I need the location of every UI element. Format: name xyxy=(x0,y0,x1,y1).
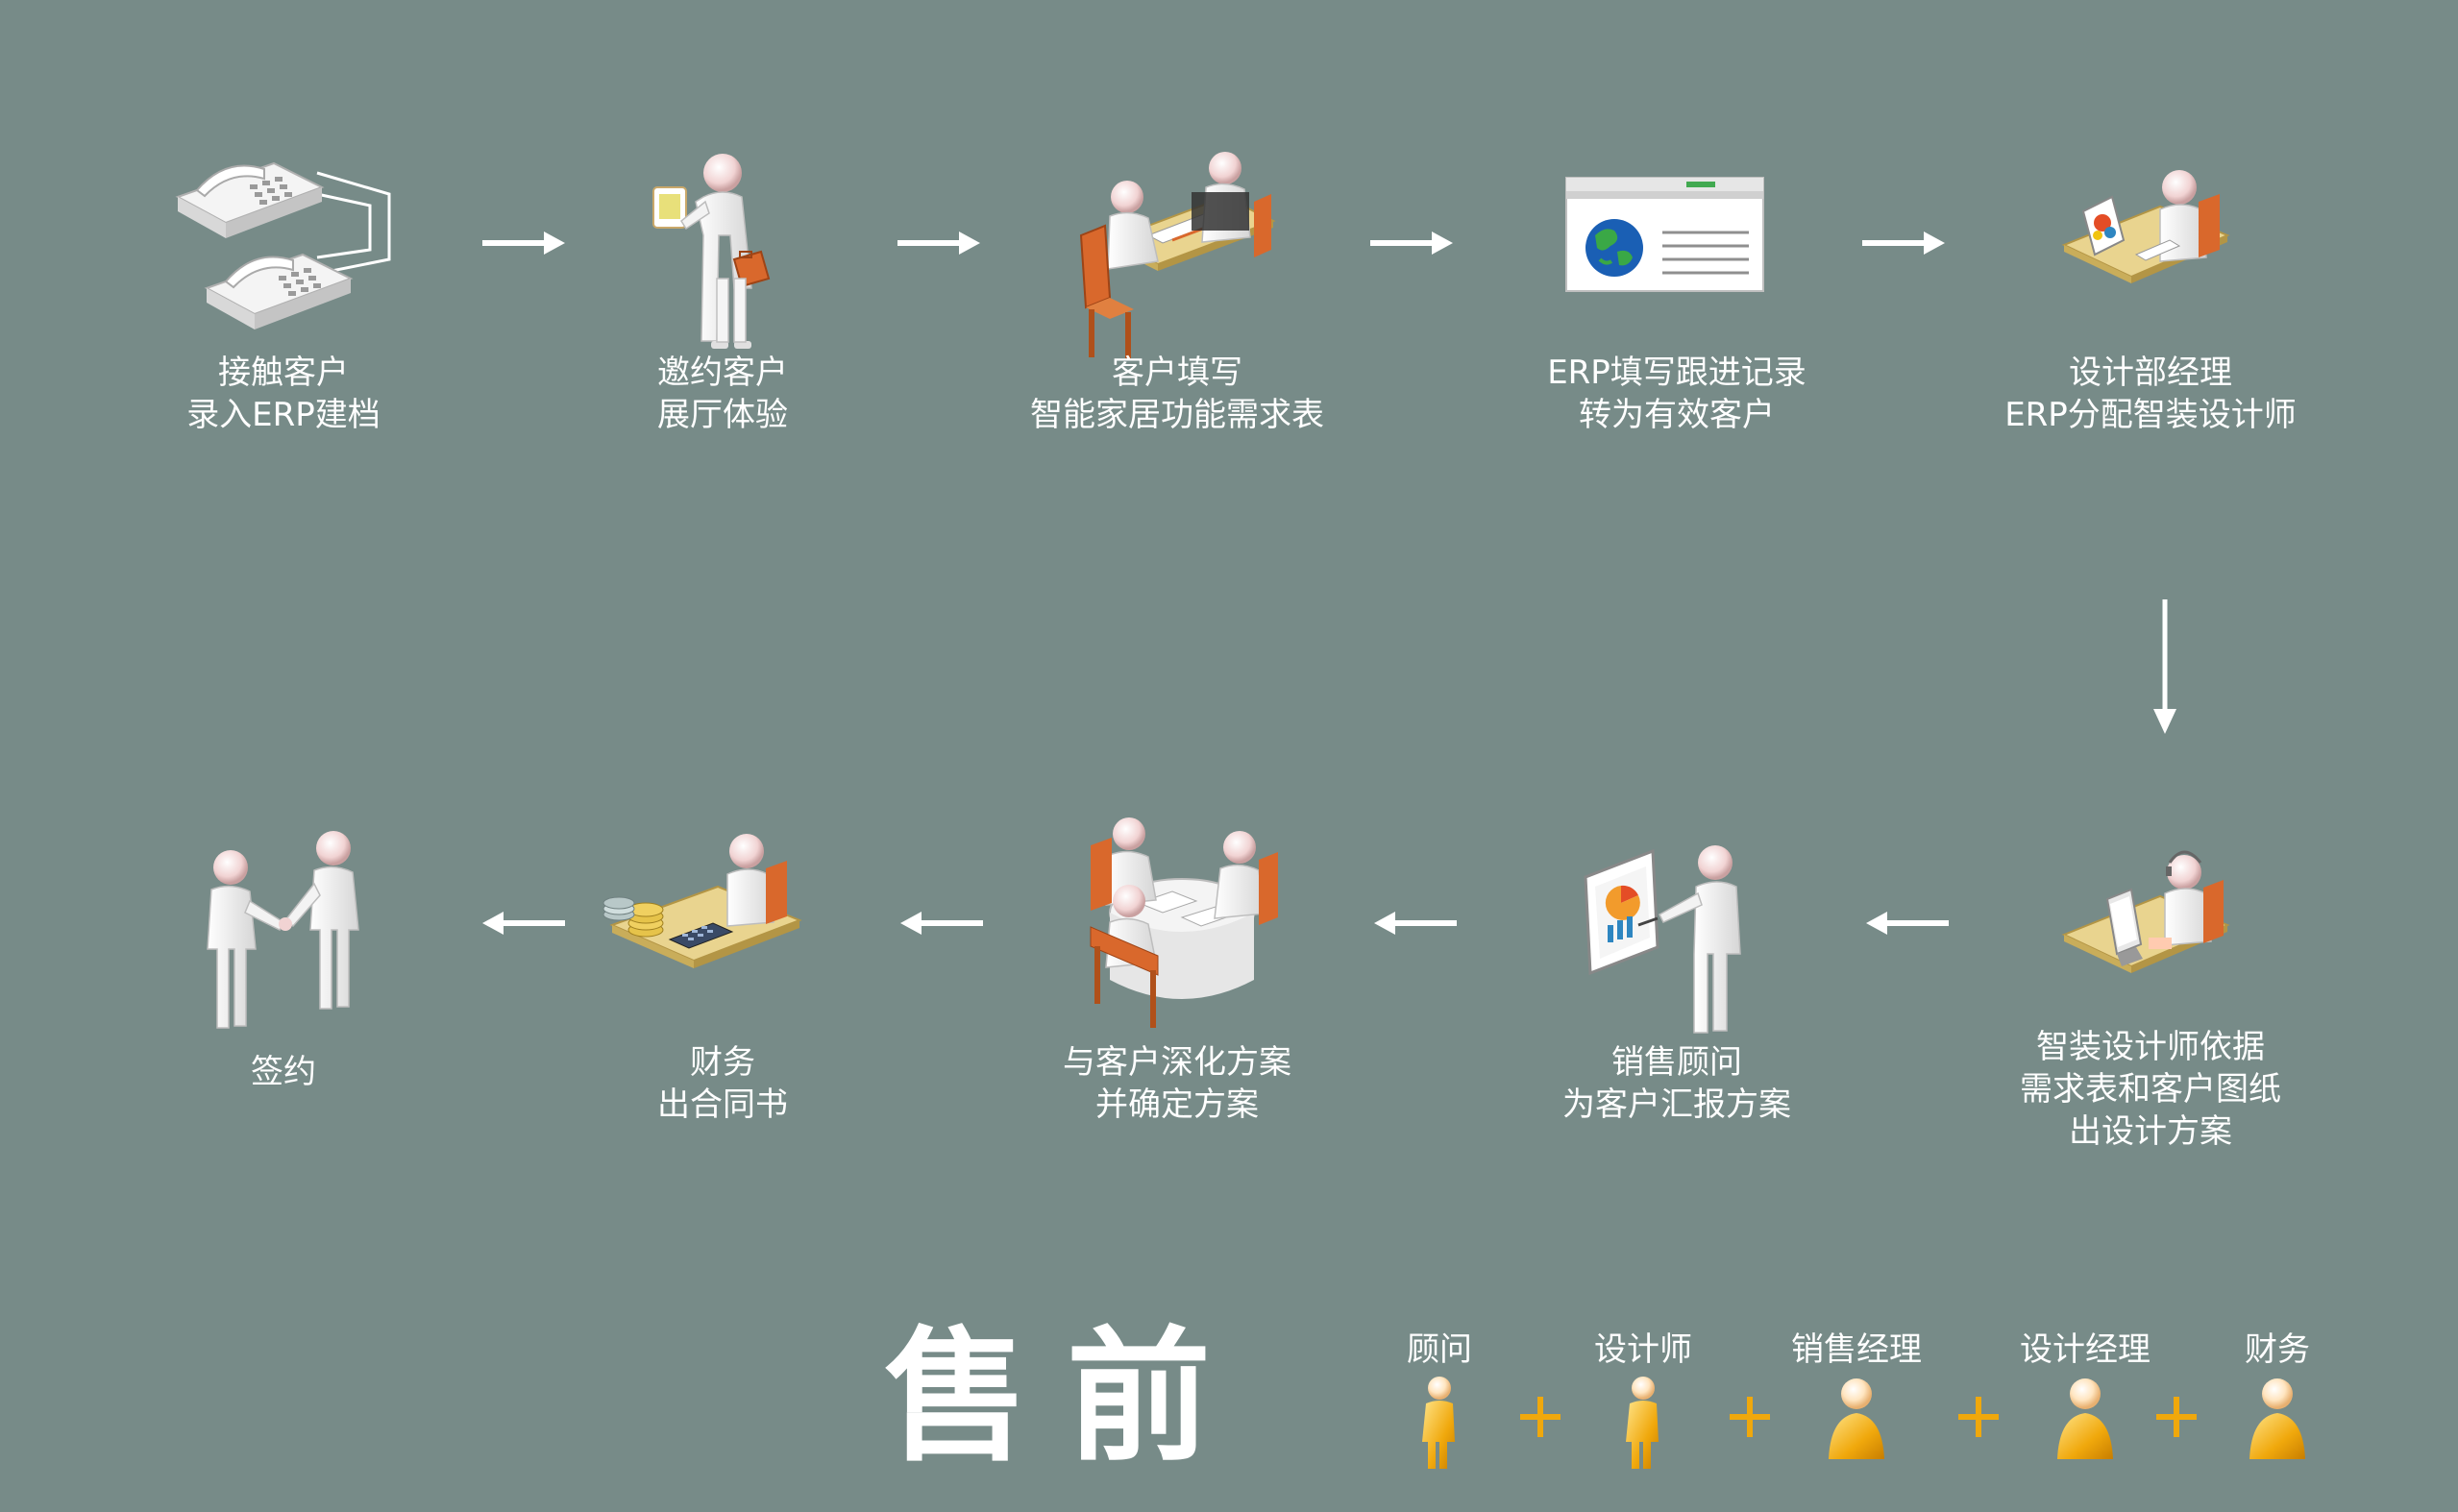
step-fill-form-caption: 客户填写 智能家居功能需求表 xyxy=(1030,354,1324,434)
arrow-left xyxy=(482,912,565,935)
arrow-left xyxy=(1866,912,1949,935)
arrow-down xyxy=(2153,599,2176,734)
user-bust-icon xyxy=(2249,1378,2305,1459)
step-sign-caption: 签约 xyxy=(251,1053,316,1091)
round-table-icon xyxy=(1090,817,1278,1028)
person-standing-icon xyxy=(1422,1377,1455,1469)
person-standing-icon xyxy=(1626,1377,1659,1469)
desk-meeting-icon xyxy=(1079,152,1276,358)
plus-icon xyxy=(1730,1397,1770,1437)
arrow-right xyxy=(1370,232,1453,255)
arrow-right xyxy=(482,232,565,255)
role-designer: 设计师 xyxy=(1566,1330,1720,1471)
arrow-left xyxy=(900,912,983,935)
user-bust-icon xyxy=(1829,1378,1884,1459)
step-report-caption: 销售顾问 为客户汇报方案 xyxy=(1562,1043,1791,1124)
step-design-caption: 智装设计师依据 需求表和客户图纸 出设计方案 xyxy=(2020,1028,2281,1151)
plus-icon xyxy=(2156,1397,2197,1437)
user-bust-icon xyxy=(2057,1378,2113,1459)
arrow-right xyxy=(897,232,980,255)
telephones-icon xyxy=(175,161,391,329)
step-refine-caption: 与客户深化方案 并确定方案 xyxy=(1063,1043,1291,1124)
step-erp-record-caption: ERP填写跟进记录 转为有效客户 xyxy=(1547,354,1807,434)
web-page-icon xyxy=(1565,177,1764,292)
role-finance: 财务 xyxy=(2200,1330,2354,1461)
arrow-left xyxy=(1374,912,1457,935)
person-briefcase-icon xyxy=(652,154,771,349)
role-sales-manager: 销售经理 xyxy=(1780,1330,1933,1461)
coins-calculator-icon xyxy=(602,834,802,968)
plus-icon xyxy=(1520,1397,1561,1437)
page-title: 售前 xyxy=(884,1314,1250,1481)
role-design-manager: 设计经理 xyxy=(2008,1330,2162,1461)
step-invite-caption: 邀约客户 展厅体验 xyxy=(657,354,788,434)
handshake-icon xyxy=(207,831,359,1029)
presentation-board-icon xyxy=(1584,845,1741,1034)
role-consultant: 顾问 xyxy=(1363,1330,1516,1471)
step-finance-caption: 财务 出合同书 xyxy=(657,1043,788,1124)
designer-desk-icon xyxy=(2061,170,2230,283)
headset-computer-icon xyxy=(2061,850,2230,973)
plus-icon xyxy=(1958,1397,1999,1437)
arrow-right xyxy=(1862,232,1945,255)
step-assign-caption: 设计部经理 ERP分配智装设计师 xyxy=(2004,354,2297,434)
step-contact-caption: 接触客户 录入ERP建档 xyxy=(186,354,381,434)
